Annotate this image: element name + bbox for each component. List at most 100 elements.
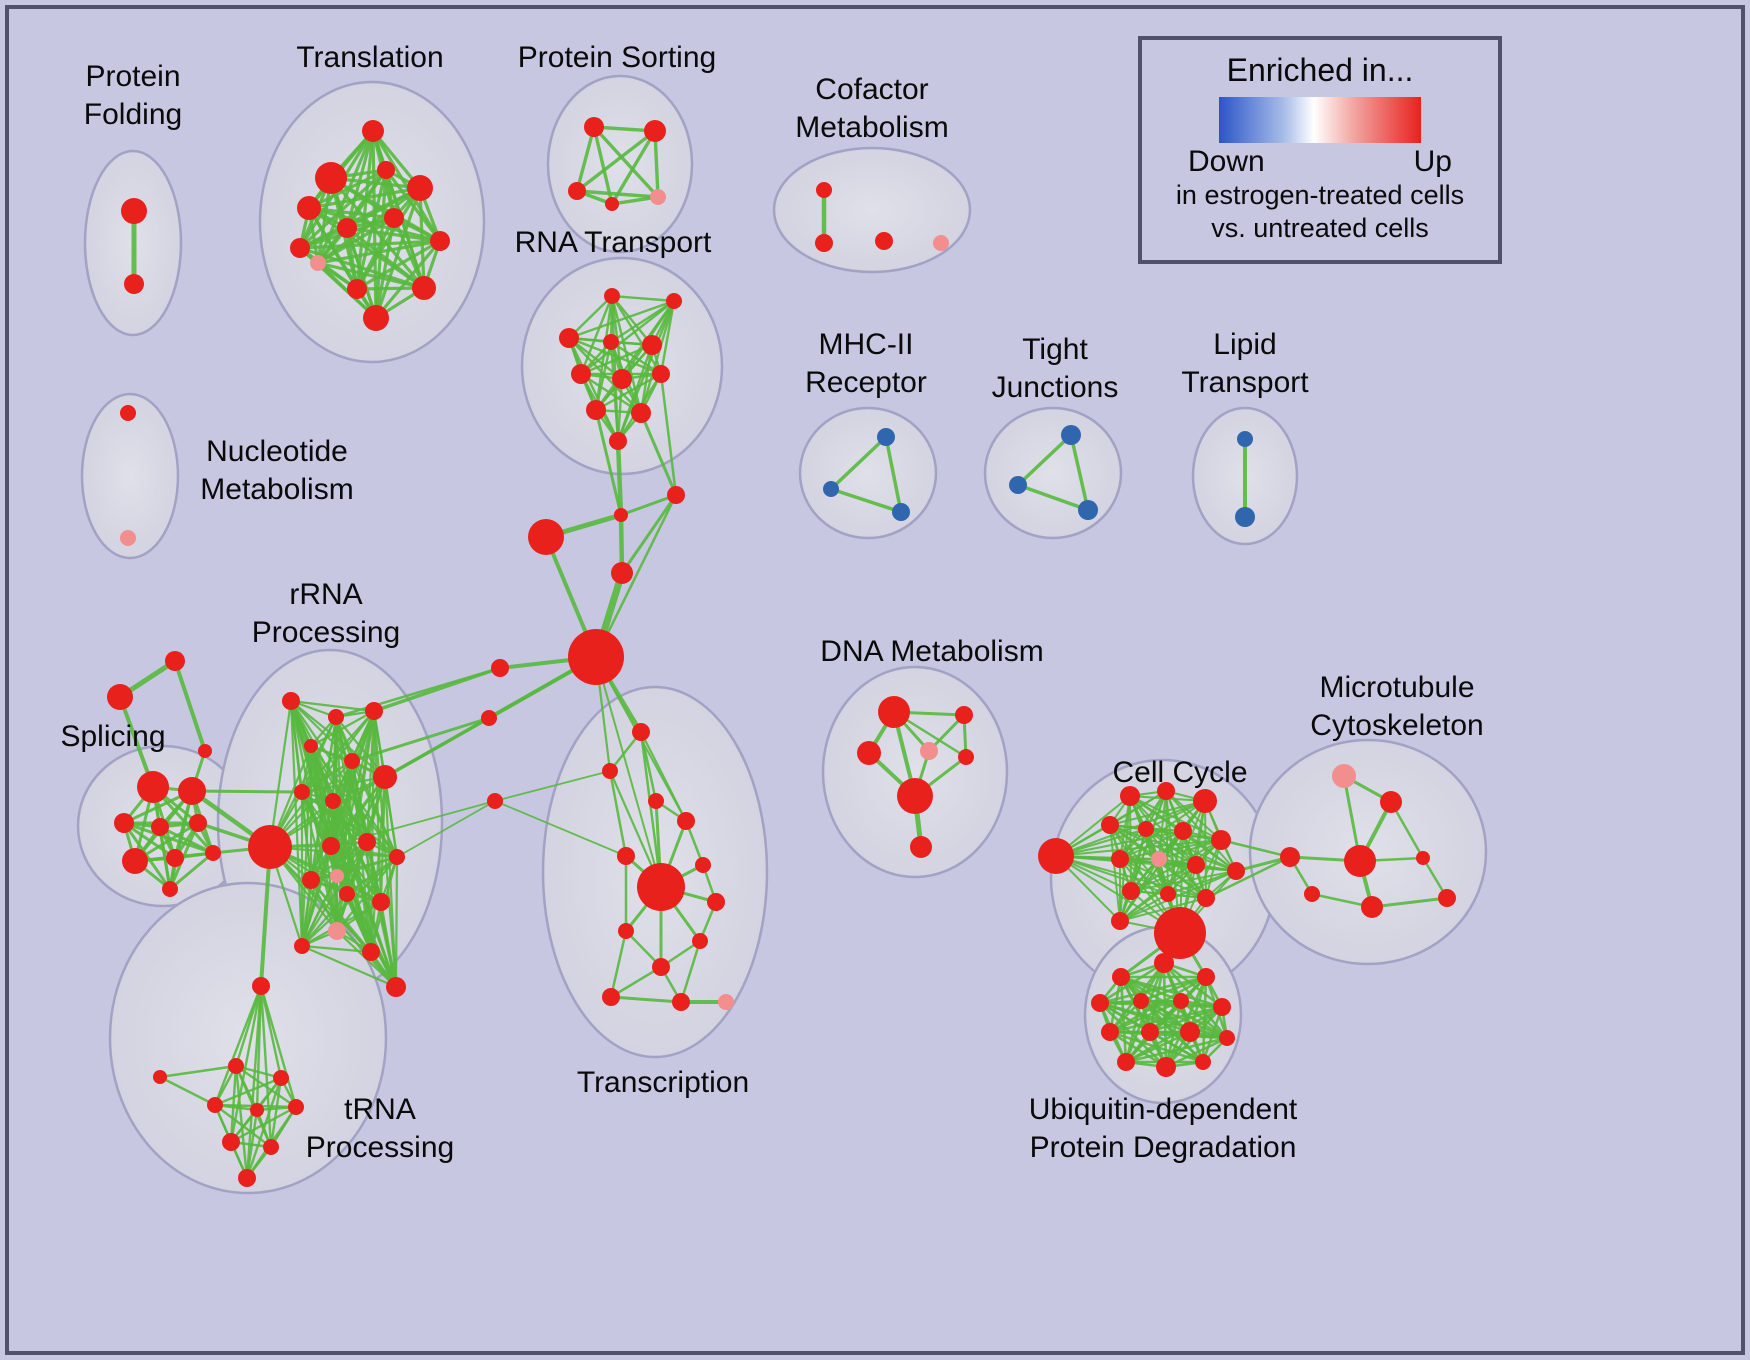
gene-set-node-tc7	[637, 863, 685, 911]
gene-set-node-cy6	[1138, 821, 1154, 837]
gene-set-node-tn4	[207, 1097, 223, 1113]
network-edge	[335, 666, 501, 719]
network-edge	[173, 660, 207, 752]
network-edge	[317, 216, 395, 265]
network-edge	[229, 1065, 238, 1143]
network-edge	[1125, 1036, 1228, 1064]
network-edge	[289, 700, 304, 947]
network-edge	[374, 217, 396, 319]
network-edge	[383, 776, 399, 858]
network-edge	[1099, 975, 1207, 1005]
gene-set-node-ub2	[1112, 968, 1130, 986]
network-edge	[365, 841, 373, 953]
gene-set-node-sp9	[162, 881, 178, 897]
network-edge	[494, 770, 611, 802]
gene-set-node-ub6	[1173, 993, 1189, 1009]
network-edge	[1109, 999, 1182, 1034]
gene-set-node-ub11	[1219, 1030, 1235, 1046]
gene-set-node-rr14	[330, 869, 344, 883]
network-edge	[1130, 864, 1197, 892]
gene-set-node-tn3	[273, 1070, 289, 1086]
network-edge	[1109, 800, 1206, 826]
gene-set-node-rr10	[322, 837, 340, 855]
gene-set-node-tc12	[602, 988, 620, 1006]
network-edge	[396, 800, 496, 858]
cluster-ellipse-cofactor	[772, 146, 972, 274]
gene-set-node-dm2	[955, 706, 973, 724]
network-edge	[301, 791, 398, 858]
gene-set-node-cy17	[1154, 907, 1206, 959]
network-edge	[300, 800, 335, 947]
network-edge	[1119, 839, 1222, 860]
gene-set-node-cy9	[1111, 850, 1129, 868]
gene-set-node-cy13	[1122, 882, 1140, 900]
gene-set-node-tn8	[263, 1139, 279, 1155]
network-edge	[1158, 839, 1222, 860]
gene-set-node-tn5	[250, 1103, 264, 1117]
cluster-label-rna-transport: RNA Transport	[515, 226, 712, 259]
gene-set-node-tc1	[632, 723, 650, 741]
network-edge	[301, 775, 386, 794]
network-edge	[494, 800, 627, 857]
network-edge	[575, 129, 657, 193]
gene-set-node-rr13	[302, 871, 320, 889]
network-edge	[346, 893, 397, 988]
gene-set-node-in1	[491, 659, 509, 677]
gene-set-node-rr15	[339, 886, 355, 902]
gene-set-node-ub8	[1101, 1023, 1119, 1041]
network-edge	[301, 841, 368, 947]
network-edge	[1371, 896, 1448, 909]
network-edge	[1109, 824, 1121, 922]
network-edge	[214, 1076, 282, 1107]
gene-set-node-rr17	[328, 922, 346, 940]
network-edge	[230, 1105, 297, 1144]
network-edge	[609, 341, 620, 442]
gene-set-node-tr5	[407, 175, 433, 201]
gene-set-node-mt7	[1361, 896, 1383, 918]
cluster-label-dna-metabolism: DNA Metabolism	[820, 635, 1043, 668]
gene-set-node-cy10	[1151, 851, 1167, 867]
network-edge	[1119, 897, 1207, 922]
gene-set-node-rr2	[328, 709, 344, 725]
network-edge	[1109, 790, 1167, 826]
network-edge	[317, 239, 441, 265]
gene-set-node-tj3	[1078, 500, 1098, 520]
gene-set-node-rr3	[365, 702, 383, 720]
gene-set-node-tr2	[315, 162, 347, 194]
gene-set-node-cc4	[611, 562, 633, 584]
gene-set-node-rr8	[325, 793, 341, 809]
network-edge	[259, 846, 272, 987]
gene-set-node-tr13	[363, 305, 389, 331]
gene-set-node-rt4	[603, 334, 619, 350]
gene-set-node-dm4	[920, 742, 938, 760]
gene-set-node-rr19	[362, 943, 380, 961]
gene-set-node-dm7	[910, 836, 932, 858]
network-edge	[346, 226, 441, 243]
gene-set-node-sp8	[205, 845, 221, 861]
gene-set-node-tn7	[222, 1133, 240, 1151]
network-edge	[594, 494, 678, 658]
gene-set-node-tc13	[672, 993, 690, 1011]
network-edge	[301, 875, 338, 947]
network-edge	[1220, 838, 1291, 859]
gene-set-node-cy4	[1193, 789, 1217, 813]
network-edge	[330, 800, 496, 847]
gene-set-node-tc3	[648, 793, 664, 809]
network-edge	[1149, 1030, 1204, 1064]
network-edge	[308, 168, 387, 210]
gene-set-node-in3	[487, 793, 503, 809]
network-edge	[356, 239, 441, 291]
network-edge	[301, 944, 372, 954]
network-edge	[1125, 1030, 1191, 1064]
cluster-ellipse-protein_sorting	[546, 74, 694, 254]
network-edge	[394, 856, 399, 988]
gene-set-node-rt9	[586, 400, 606, 420]
gene-set-node-sp4	[151, 818, 169, 836]
network-edge	[169, 851, 214, 891]
network-edge	[620, 493, 677, 517]
gene-set-node-tn9	[238, 1169, 256, 1187]
network-edge	[235, 1065, 297, 1108]
network-edge	[1109, 1005, 1223, 1034]
